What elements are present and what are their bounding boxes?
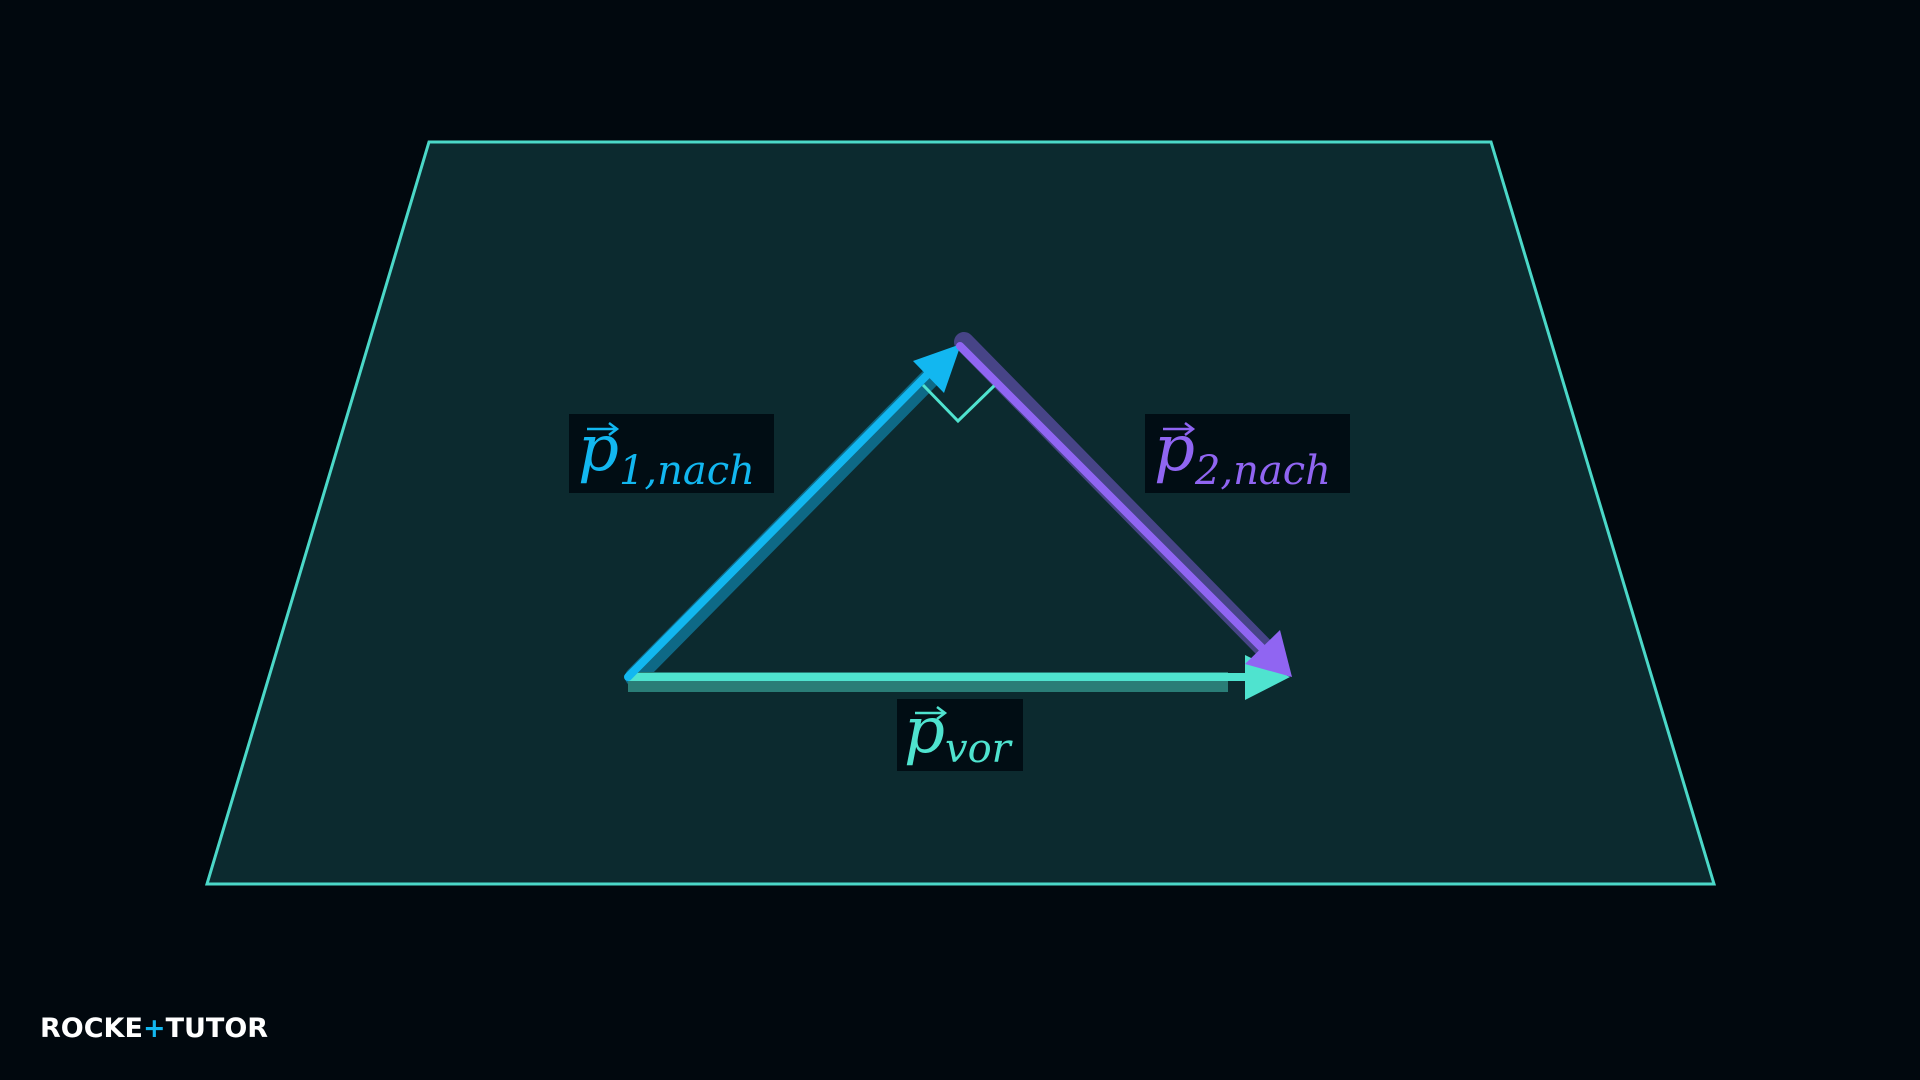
- vector-p2-nach: [956, 342, 1292, 677]
- vector-arrow-icon-head: [936, 706, 948, 720]
- label-p2-nach-sub: 2,nach: [1194, 448, 1331, 494]
- logo-text: ROCKE+TUTOR: [40, 1013, 268, 1044]
- label-p1-nach: p1,nach: [569, 412, 774, 494]
- label-p1-nach-box: [569, 414, 774, 493]
- label-p2-nach-base: p: [1154, 412, 1195, 486]
- label-p-vor-base: p: [904, 694, 945, 768]
- label-p1-nach-base: p: [578, 412, 619, 486]
- plane: [204, 140, 1717, 886]
- vector-p1-nach-arrowhead: [913, 344, 961, 393]
- label-p1-nach-text: p1,nach: [578, 412, 755, 494]
- label-p2-nach-text: p2,nach: [1154, 412, 1331, 494]
- logo-accent: +: [143, 1013, 166, 1044]
- logo-right: R: [247, 1013, 268, 1044]
- label-p2-nach-box: [1145, 414, 1350, 493]
- vector-p2-nach-arrowhead: [1245, 630, 1292, 677]
- vector-arrow-icon-head: [608, 422, 620, 436]
- label-p-vor-sub: vor: [945, 726, 1014, 772]
- label-p-vor-box: [897, 699, 1023, 771]
- rocket-tutor-logo-icon: ROCKE+TUTOR: [40, 1013, 268, 1044]
- label-p-vor-text: pvor: [904, 694, 1014, 772]
- label-p-vor: pvor: [897, 694, 1023, 772]
- label-p2-nach: p2,nach: [1145, 412, 1350, 494]
- vector-arrow-icon-head: [1184, 422, 1196, 436]
- logo-mid: TUTO: [166, 1013, 248, 1044]
- right-angle-icon: [921, 383, 997, 424]
- vector-p1-nach: [624, 344, 961, 681]
- logo-left: ROCKE: [40, 1013, 143, 1044]
- label-p1-nach-sub: 1,nach: [619, 448, 755, 494]
